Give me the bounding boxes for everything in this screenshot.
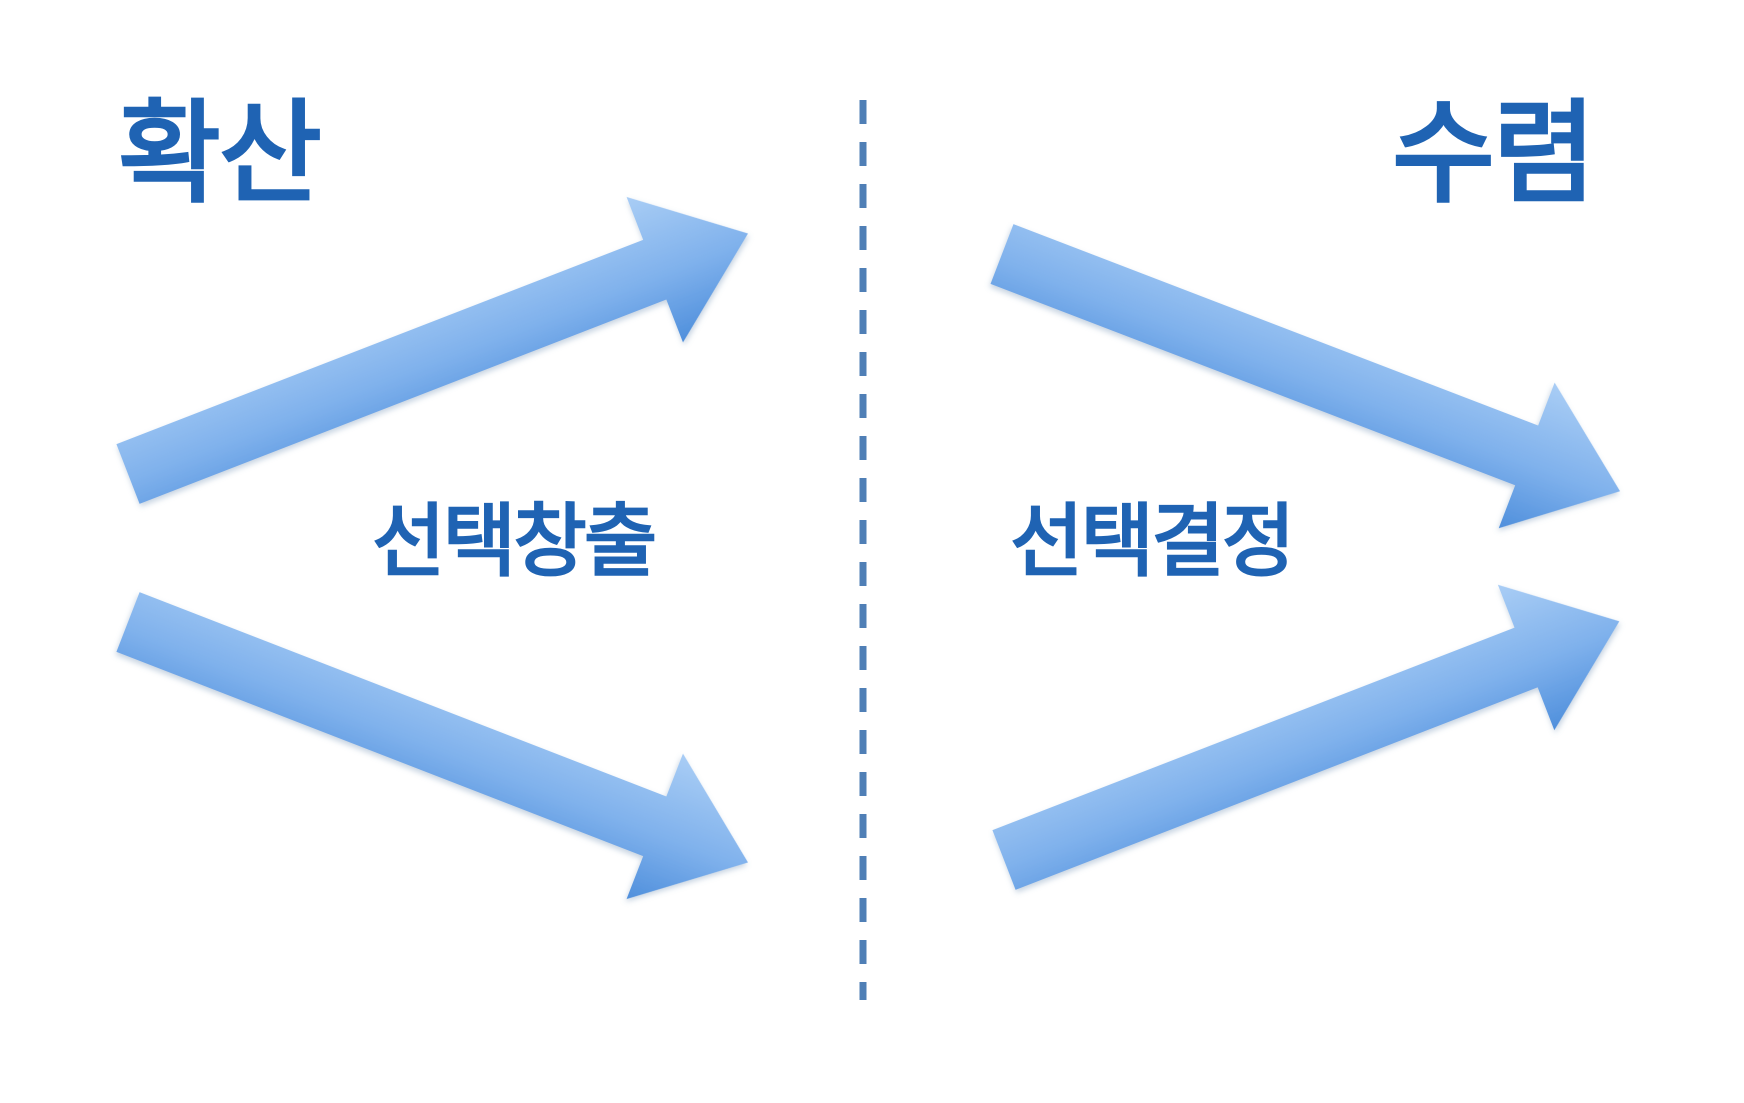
diverge-title: 확산 bbox=[118, 89, 322, 219]
arrow-left-upper bbox=[116, 196, 748, 504]
arrow-right-lower bbox=[992, 584, 1620, 890]
generate-options-label: 선택창출 bbox=[372, 495, 657, 588]
converge-title: 수렴 bbox=[1392, 89, 1596, 219]
arrow-left-lower bbox=[116, 592, 748, 900]
decide-options-label: 선택결정 bbox=[1010, 495, 1295, 588]
arrow-right-upper bbox=[990, 224, 1621, 529]
